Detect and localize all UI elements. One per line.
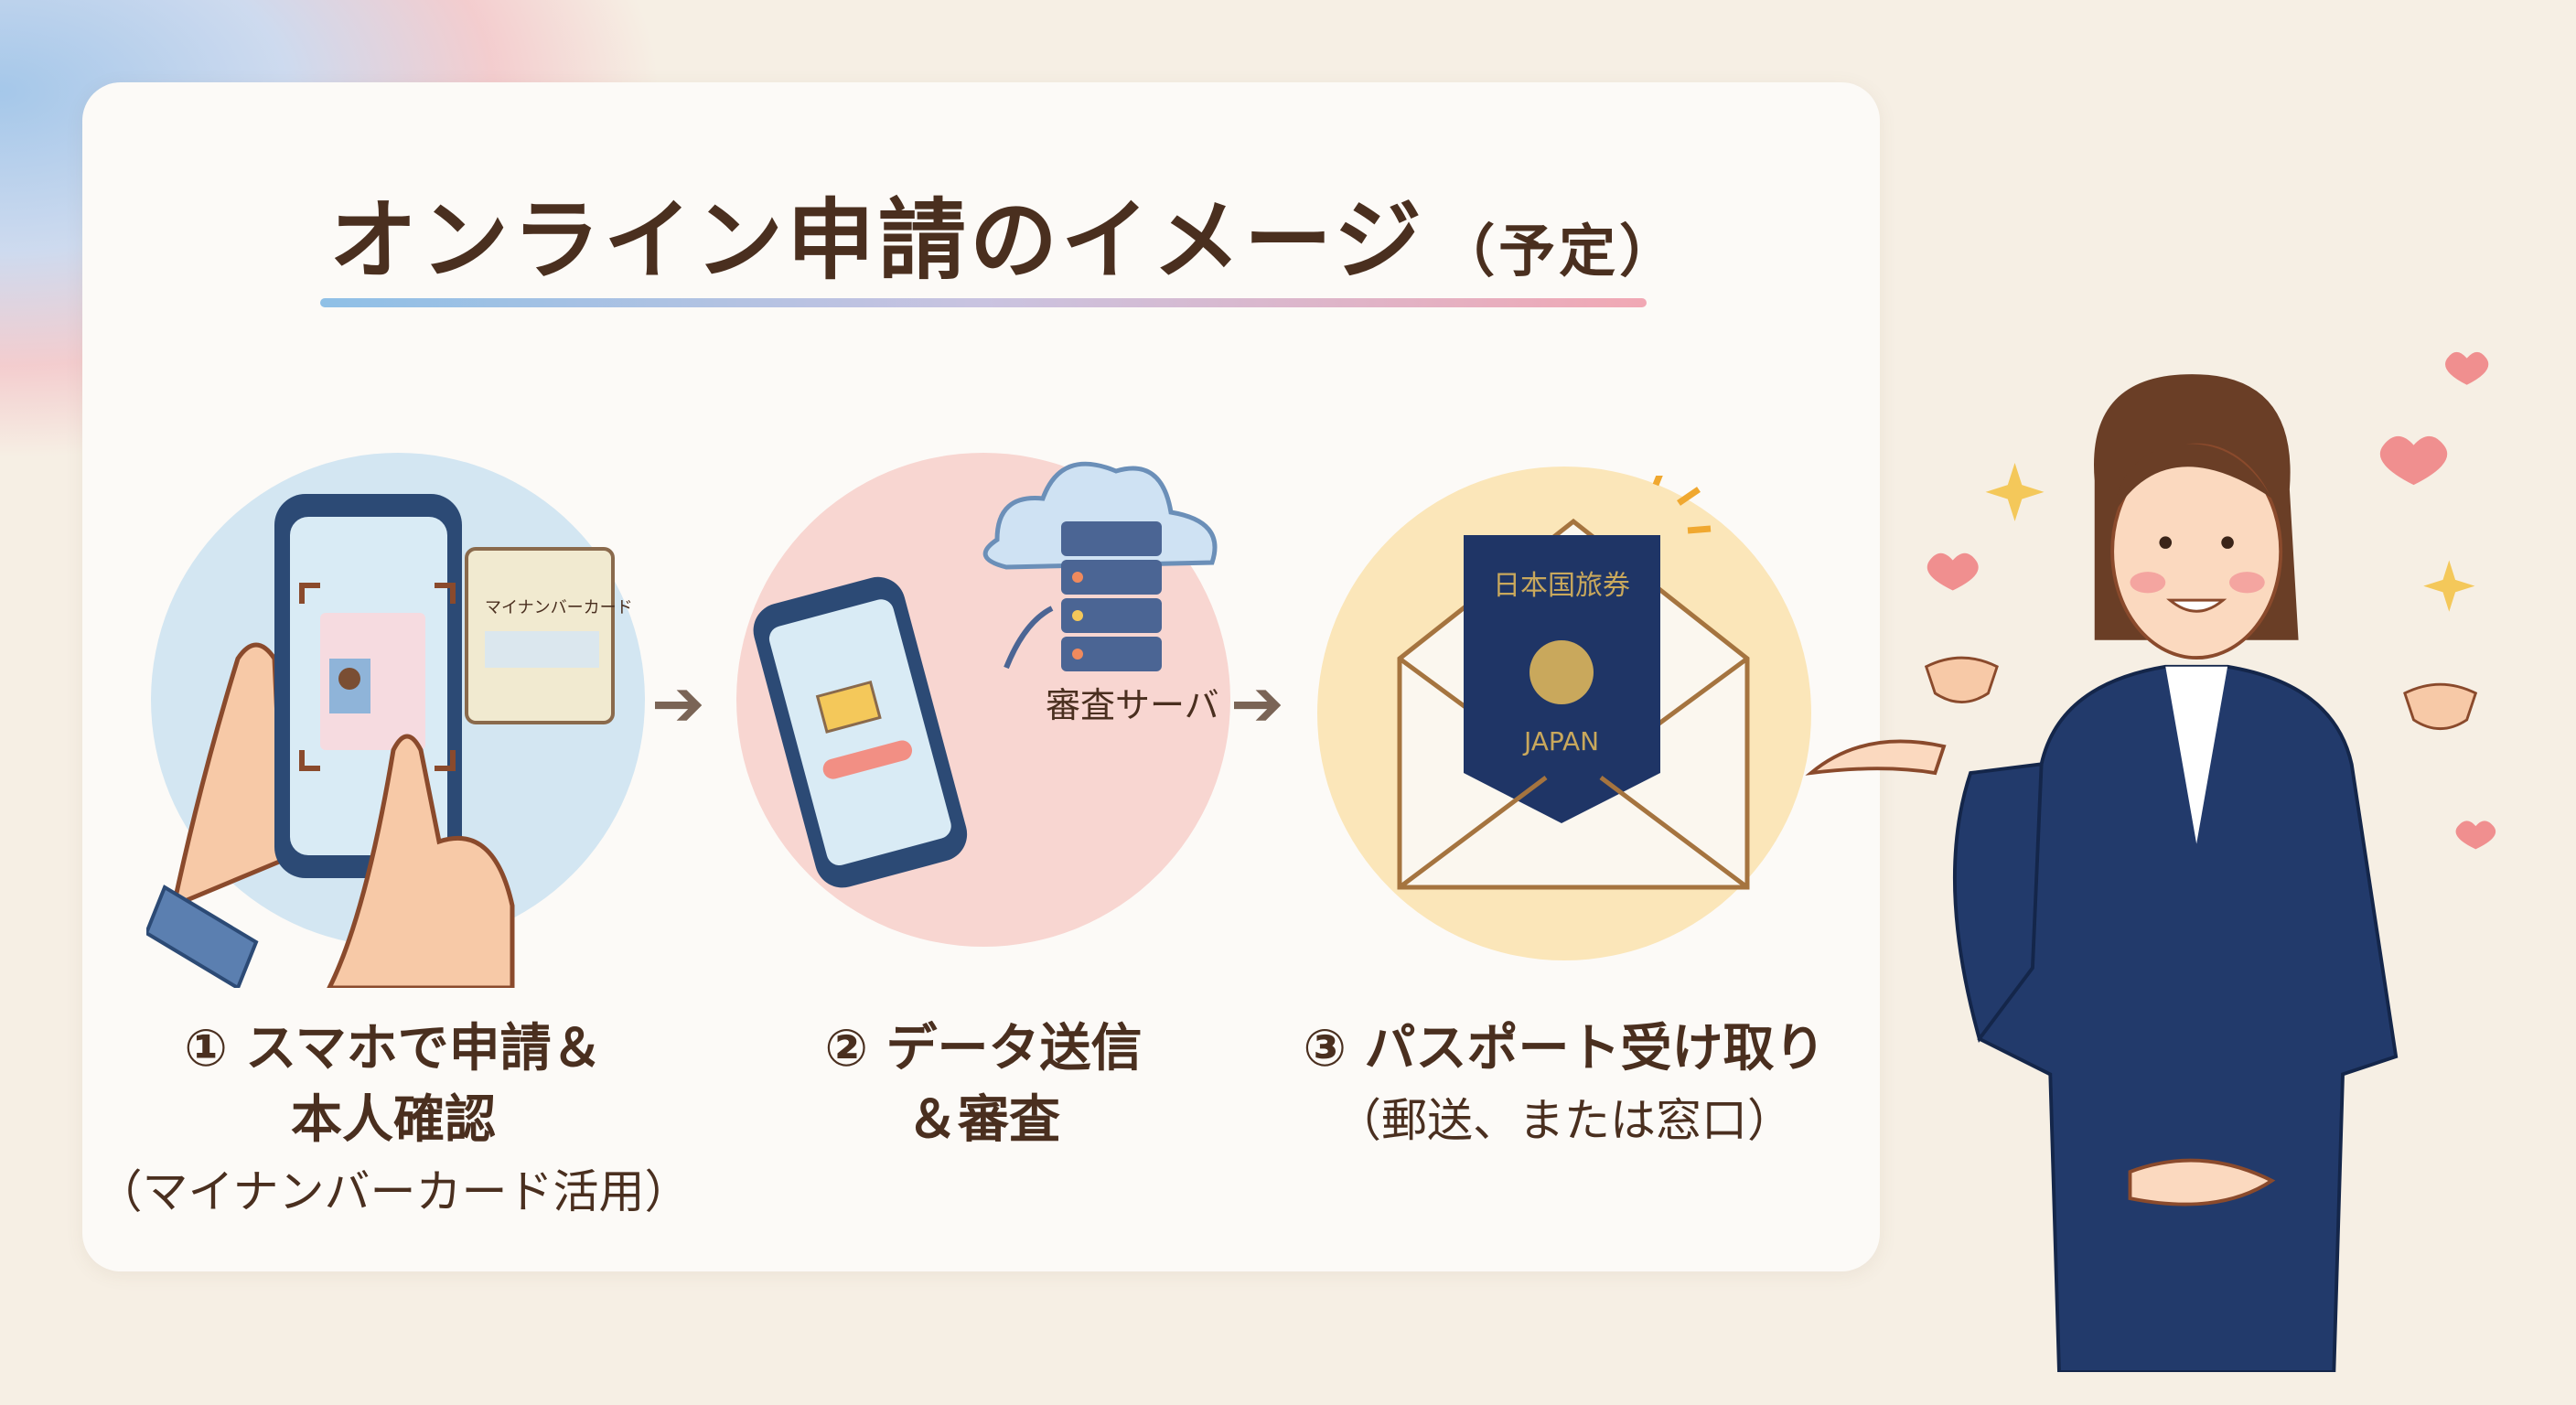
title-underline: [320, 298, 1647, 307]
arrow-right-icon: ➔: [651, 666, 705, 741]
page-title: オンライン申請のイメージ（予定）: [329, 169, 1680, 296]
step2-caption: ② データ送信 ＆審査: [714, 1014, 1253, 1156]
server-label: 審査サーバ: [1046, 685, 1219, 725]
passport-title: 日本国旅券: [1493, 570, 1630, 602]
step1-caption: ① スマホで申請＆ 本人確認 （マイナンバーカード活用）: [82, 1014, 704, 1228]
guide-woman-illustration: [1805, 351, 2496, 1372]
data-send-illustration: [753, 461, 1218, 888]
server-rack-icon: [1061, 521, 1162, 671]
handshake-icons: [1924, 656, 2478, 730]
card-label: マイナンバーカード: [485, 598, 633, 617]
step2-line1: ② データ送信: [824, 1019, 1143, 1078]
passport-envelope-illustration: 日本国旅券 JAPAN: [1397, 476, 1750, 890]
sparkle-icons: [1985, 462, 2475, 612]
heart-icons: [1927, 351, 2496, 850]
step3-caption: ③ パスポート受け取り （郵送、または窓口）: [1262, 1014, 1866, 1156]
step3-line2: （郵送、または窓口）: [1336, 1094, 1793, 1147]
step3-line1: ③ パスポート受け取り: [1303, 1019, 1826, 1078]
step1-line1: ① スマホで申請＆: [184, 1019, 603, 1078]
arrow-right-icon: ➔: [1230, 666, 1284, 741]
step2-line2: ＆審査: [907, 1090, 1060, 1150]
title-note: （予定）: [1438, 218, 1680, 284]
step1-line3: （マイナンバーカード活用）: [96, 1165, 691, 1218]
passport-country: JAPAN: [1522, 726, 1599, 756]
title-main: オンライン申請のイメージ: [329, 189, 1426, 292]
step1-line2: 本人確認: [291, 1090, 496, 1150]
phone-scanning-card-illustration: マイナンバーカード: [146, 494, 633, 988]
